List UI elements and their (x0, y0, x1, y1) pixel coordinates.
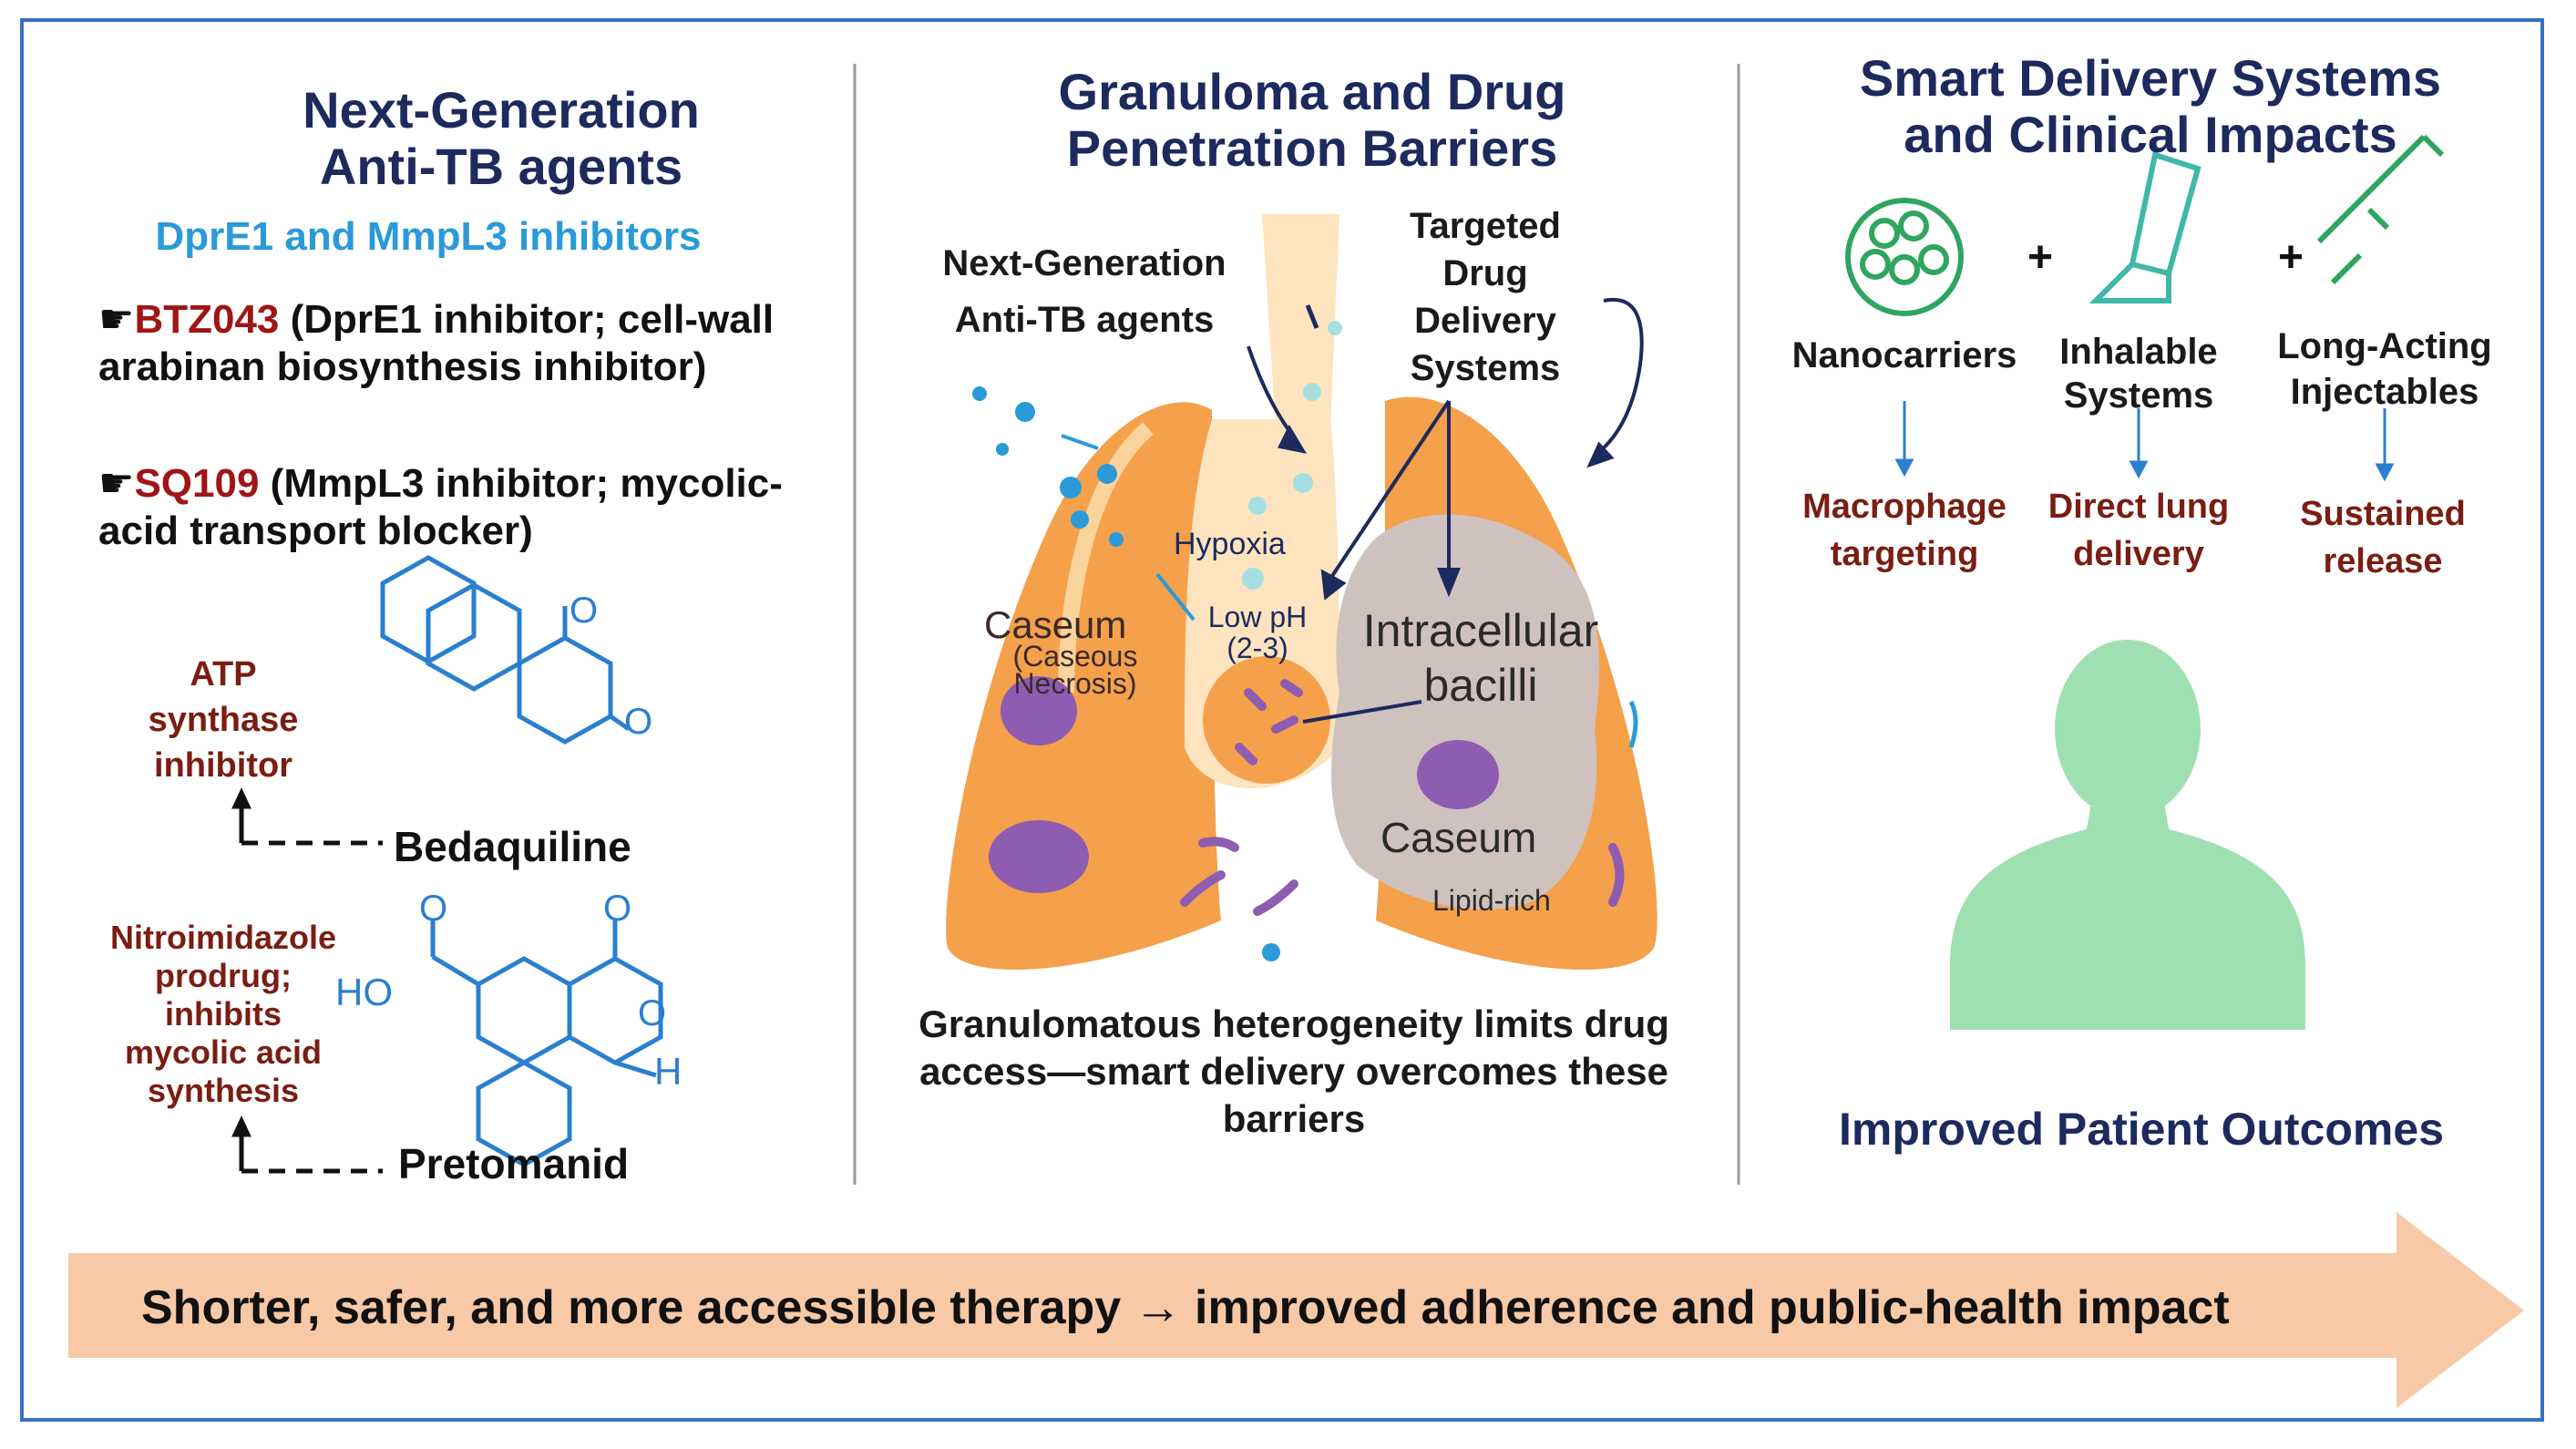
right-title: Smart Delivery Systems and Clinical Impa… (1859, 49, 2442, 163)
pretomanid-name: Pretomanid (398, 1140, 630, 1187)
macrophage-targeting-label: Macrophage targeting (1802, 488, 2006, 573)
direct-lung-delivery-label: Direct lung delivery (2047, 488, 2230, 573)
middle-title: Granuloma and Drug Penetration Barriers (1058, 63, 1566, 177)
struct2-oxygen-top: O (419, 889, 448, 929)
therapy-arrow (68, 1212, 2524, 1408)
figure-frame (20, 18, 2544, 1422)
bullet-sq109: ☛SQ109 (MmpL3 inhibitor; mycolic-acid tr… (98, 460, 791, 555)
plus-sign-1: + (2027, 233, 2054, 282)
targeted-delivery-label: Targeted Drug Delivery Systems (1410, 206, 1561, 388)
caseous-necrosis-label: (Caseous Necrosis) (1012, 640, 1138, 700)
struct1-oxygen-ring: O (624, 702, 653, 742)
syringe-icon (2316, 134, 2445, 285)
next-gen-label: Next-Generation Anti-TB agents (942, 243, 1226, 340)
bedaquiline-action: ATP synthase inhibitor (148, 655, 299, 785)
lungs-illustration (946, 214, 1657, 971)
hypoxia-label: Hypoxia (1174, 527, 1286, 561)
bullet-btz043-text: (DprE1 inhibitor; cell-wall arabinan bio… (98, 297, 775, 389)
pretomanid-action: Nitroimidazole prodrug; inhibits mycolic… (109, 919, 337, 1109)
inhalable-systems-label: Inhalable Systems (2059, 332, 2218, 416)
drug-btz043: BTZ043 (134, 297, 280, 342)
struct2-oxygen-ring: O (638, 993, 667, 1033)
improved-outcomes-label: Improved Patient Outcomes (1838, 1104, 2445, 1155)
caseum-left-label: Caseum (984, 603, 1127, 646)
struct2-oxygen-carbonyl: O (603, 889, 632, 929)
struct1-oxygen-top: O (570, 591, 599, 631)
banner-text: Shorter, safer, and more accessible ther… (141, 1281, 2230, 1334)
middle-caption: Granulomatous heterogeneity limits drug … (919, 1002, 1669, 1140)
plus-sign-2: + (2278, 233, 2304, 282)
caseum-right-label: Caseum (1380, 814, 1537, 861)
pretomanid-structure (430, 920, 663, 1167)
inhaler-icon (2089, 151, 2201, 303)
drug-sq109: SQ109 (134, 461, 260, 506)
sustained-release-label: Sustained release (2300, 495, 2466, 581)
long-acting-injectables-label: Long-Acting Injectables (2277, 326, 2492, 412)
struct2-hydrogen: H (654, 1050, 682, 1093)
bullet-btz043: ☛BTZ043 (DprE1 inhibitor; cell-wall arab… (98, 296, 791, 391)
bedaquiline-name: Bedaquiline (394, 823, 631, 870)
lipid-rich-label: Lipid-rich (1432, 884, 1551, 917)
nanocarriers-label: Nanocarriers (1791, 335, 2017, 375)
intracellular-bacilli-label: Intracellular bacilli (1362, 605, 1599, 711)
left-title: Next-Generation Anti-TB agents (303, 81, 700, 195)
bedaquiline-structure (380, 555, 631, 745)
left-subtitle: DprE1 and MmpL3 inhibitors (155, 214, 702, 259)
low-ph-label: Low pH (2-3) (1207, 601, 1308, 664)
bullet-sq109-text: (MmpL3 inhibitor; mycolic-acid transport… (98, 461, 783, 553)
pointing-hand-icon: ☛ (98, 297, 135, 342)
pointing-hand-icon: ☛ (98, 461, 135, 506)
nanoparticle-icon (1845, 198, 1964, 316)
person-icon (1950, 640, 2305, 1030)
struct2-hydroxyl: HO (335, 971, 393, 1013)
